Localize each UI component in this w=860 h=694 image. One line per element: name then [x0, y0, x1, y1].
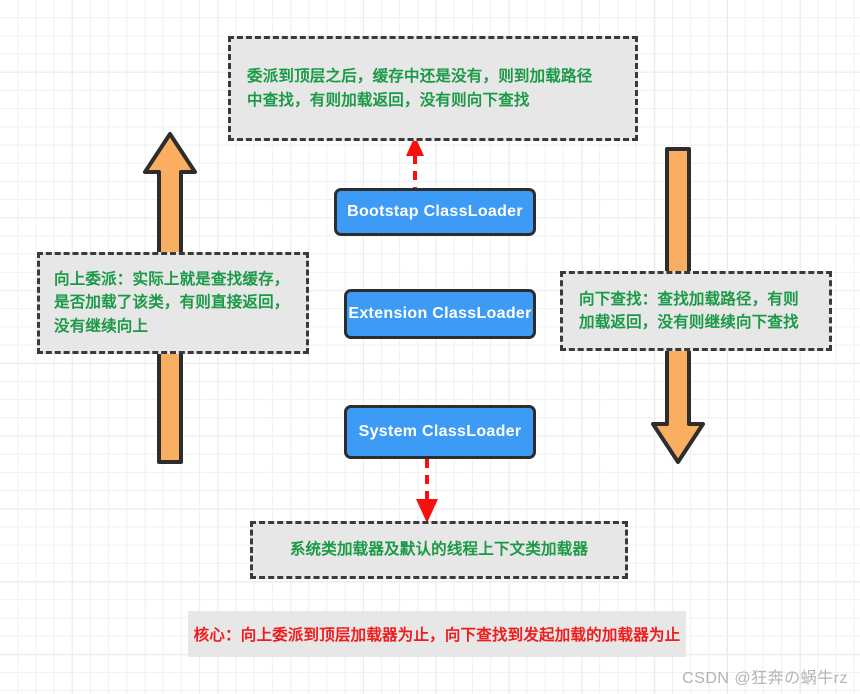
note-bottom-text: 系统类加载器及默认的线程上下文类加载器 — [289, 541, 589, 559]
note-top-delegation: 委派到顶层之后，缓存中还是没有，则到加载路径 中查找，有则加载返回，没有则向下查… — [228, 36, 638, 141]
system-classloader-label: System ClassLoader — [358, 423, 522, 440]
bootstrap-to-top-note-arrow — [406, 136, 424, 196]
csdn-watermark: CSDN @狂奔の蜗牛rz — [682, 670, 848, 687]
footer-summary-bar: 核心：向上委派到顶层加载器为止，向下查找到发起加载的加载器为止 — [188, 611, 686, 657]
note-right-text: 向下查找：查找加载路径，有则 加载返回，没有则继续向下查找 — [579, 290, 799, 331]
system-classloader-box[interactable]: System ClassLoader — [344, 405, 536, 459]
extension-classloader-label: Extension ClassLoader — [348, 305, 532, 322]
note-bottom-system-loader: 系统类加载器及默认的线程上下文类加载器 — [250, 521, 628, 579]
footer-summary-text: 核心：向上委派到顶层加载器为止，向下查找到发起加载的加载器为止 — [193, 627, 681, 644]
note-top-text: 委派到顶层之后，缓存中还是没有，则到加载路径 中查找，有则加载返回，没有则向下查… — [247, 68, 593, 109]
extension-classloader-box[interactable]: Extension ClassLoader — [344, 289, 536, 339]
note-left-upward-delegation: 向上委派：实际上就是查找缓存， 是否加载了该类，有则直接返回， 没有继续向上 — [37, 252, 309, 354]
system-to-bottom-note-arrow — [416, 459, 438, 523]
note-right-downward-lookup: 向下查找：查找加载路径，有则 加载返回，没有则继续向下查找 — [560, 271, 832, 351]
bootstrap-classloader-label: Bootstap ClassLoader — [347, 203, 523, 220]
note-left-text: 向上委派：实际上就是查找缓存， 是否加载了该类，有则直接返回， 没有继续向上 — [54, 271, 290, 335]
bootstrap-classloader-box[interactable]: Bootstap ClassLoader — [334, 188, 536, 236]
